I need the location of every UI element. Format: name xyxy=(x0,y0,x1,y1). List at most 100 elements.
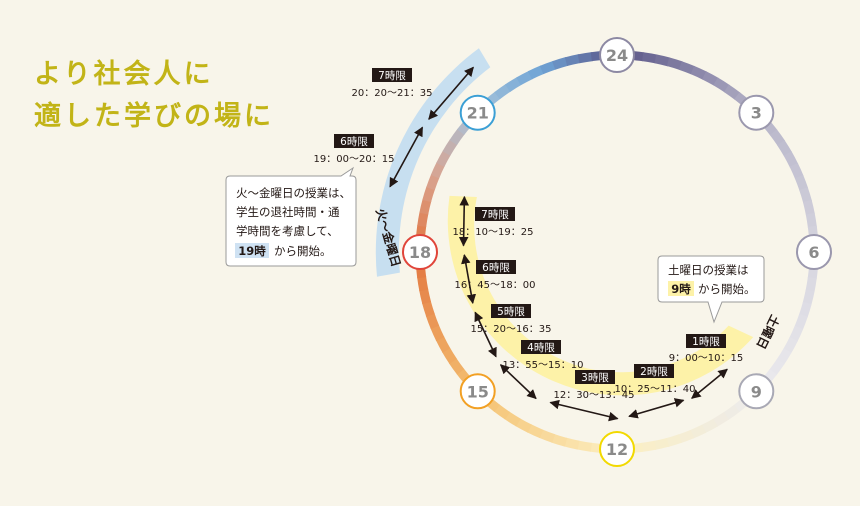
clock-ring-segment xyxy=(701,418,718,434)
weekday-period-6: 6時限 19：00〜20：15 xyxy=(314,134,395,165)
hour-marker-circle xyxy=(738,373,775,410)
clock-ring-segment xyxy=(723,84,741,100)
sat-arrow-1 xyxy=(691,368,728,399)
sat-arrow-3 xyxy=(549,399,619,422)
hour-marker-circle xyxy=(599,37,635,73)
clock-ring-segment xyxy=(665,434,682,447)
sat-period-2: 2時限 10：25〜11：40 xyxy=(615,364,696,395)
clock-ring-segment xyxy=(794,174,809,192)
clock-ring-segment xyxy=(516,70,533,86)
sat-period-5-name: 5時限 xyxy=(497,306,525,318)
clock-ring-segment xyxy=(564,54,581,67)
sat-period-4: 4時限 13：55〜15：10 xyxy=(503,340,584,371)
clock-ring-segment xyxy=(713,77,730,93)
clock-ring-segment xyxy=(641,440,657,452)
hour-marker-label: 3 xyxy=(751,104,762,123)
clock-ring-segment xyxy=(436,150,451,167)
hour-marker-18: 18 xyxy=(402,234,438,270)
saturday-band-label: 土曜日 xyxy=(754,313,783,352)
clock-ring-segment xyxy=(426,173,440,191)
sat-period-3-time: 12：30〜13：45 xyxy=(554,390,635,401)
clock-ring-segment xyxy=(563,437,580,450)
saturday-note-tail: から開始。 xyxy=(698,282,756,296)
sat-arrow-4 xyxy=(499,364,537,400)
clock-ring-segment xyxy=(552,57,569,70)
sat-period-7-name: 7時限 xyxy=(481,209,509,221)
sat-period-2-name: 2時限 xyxy=(640,366,668,378)
hour-marker-label: 18 xyxy=(409,243,431,262)
hour-marker-12: 12 xyxy=(599,431,635,467)
clock-ring-segment xyxy=(577,52,593,64)
clock-ring-segment xyxy=(494,83,511,100)
clock-ring-segment xyxy=(690,65,708,80)
clock-ring-segment xyxy=(422,186,436,203)
sat-period-4-time: 13：55〜15：10 xyxy=(503,360,584,371)
sat-period-1: 1時限 9：00〜10：15 xyxy=(669,334,744,364)
clock-ring-segment xyxy=(653,437,670,450)
sat-period-2-time: 10：25〜11：40 xyxy=(615,384,696,395)
sat-period-1-time: 9：00〜10：15 xyxy=(669,353,744,364)
weekday-note-line-1: 火〜金曜日の授業は、 xyxy=(236,186,351,200)
sat-period-6: 6時限 16：45〜18：00 xyxy=(455,260,535,291)
hour-marker-label: 21 xyxy=(467,104,489,123)
heading-line-1: より社会人に xyxy=(34,59,214,90)
clock-ring-segment xyxy=(419,198,432,215)
clock-ring-segment xyxy=(799,187,812,204)
heading-line-2: 適した学びの場に xyxy=(34,101,274,132)
hour-marker-label: 9 xyxy=(751,382,762,401)
clock-ring-segment xyxy=(505,76,522,92)
clock-ring-segment xyxy=(419,288,432,305)
weekday-period-6-name: 6時限 xyxy=(340,136,368,148)
hour-marker-label: 12 xyxy=(606,440,628,459)
clock-ring-segment xyxy=(723,404,740,421)
sat-period-3: 3時限 12：30〜13：45 xyxy=(554,370,635,401)
clock-ring-segment xyxy=(777,140,793,157)
weekday-arrow-7 xyxy=(428,66,474,120)
sat-arrow-5 xyxy=(474,311,497,358)
sat-arrow-7 xyxy=(458,195,470,247)
hour-marker-label: 6 xyxy=(808,243,819,262)
sat-period-1-name: 1時限 xyxy=(692,336,720,348)
weekday-note-highlight: 19時 xyxy=(238,244,266,258)
clock-ring-segment xyxy=(769,358,785,376)
clock-ring-segment xyxy=(776,348,792,365)
clock-ring-segment xyxy=(493,404,511,420)
clock-ring-segment xyxy=(430,324,445,342)
saturday-note-line-1: 土曜日の授業は xyxy=(668,263,749,277)
clock-ring-segment xyxy=(442,139,458,156)
clock-ring-segment xyxy=(551,433,568,447)
hour-marker-3: 3 xyxy=(738,94,775,131)
clock-ring-segment xyxy=(802,199,815,216)
clock-ring-segment xyxy=(689,424,707,439)
clock-ring-segment xyxy=(417,276,429,292)
clock-ring-segment xyxy=(769,129,786,146)
clock-ring-segment xyxy=(448,358,465,375)
hour-marker-15: 15 xyxy=(459,373,496,410)
clock-ring-segment xyxy=(539,60,557,75)
hour-marker-9: 9 xyxy=(738,373,775,410)
sat-period-7-time: 18：10〜19：25 xyxy=(453,227,534,238)
clock-ring-segment xyxy=(805,277,817,293)
period-arrows xyxy=(389,66,728,422)
sat-arrow-6 xyxy=(461,254,477,305)
saturday-note: 土曜日の授業は 9時 から開始。 xyxy=(657,255,765,324)
hour-marker-circle xyxy=(738,94,775,131)
clock-ring-segment xyxy=(527,65,545,80)
sat-period-6-name: 6時限 xyxy=(482,262,510,274)
clock-ring-segment xyxy=(783,151,799,168)
weekday-note-line-2: 学生の退社時間・通 xyxy=(236,205,340,219)
weekday-note: 火〜金曜日の授業は、 学生の退社時間・通 学時間を考慮して、 19時 から開始。 xyxy=(225,166,357,267)
clock-ring-segment xyxy=(678,61,696,75)
weekday-period-7-time: 20：20〜21：35 xyxy=(352,88,433,99)
clock-ring-segment xyxy=(805,212,817,228)
hour-marker-circle xyxy=(796,234,832,270)
clock-ring-segment xyxy=(789,325,804,343)
hour-marker-circle xyxy=(599,431,635,467)
clock-ring-segment xyxy=(422,300,435,317)
weekday-note-line-3: 学時間を考慮して、 xyxy=(236,224,339,238)
clock-ring-segment xyxy=(702,71,719,86)
clock-ring-segment xyxy=(449,128,465,146)
weekday-period-6-time: 19：00〜20：15 xyxy=(314,154,395,165)
saturday-note-highlight: 9時 xyxy=(671,282,691,296)
